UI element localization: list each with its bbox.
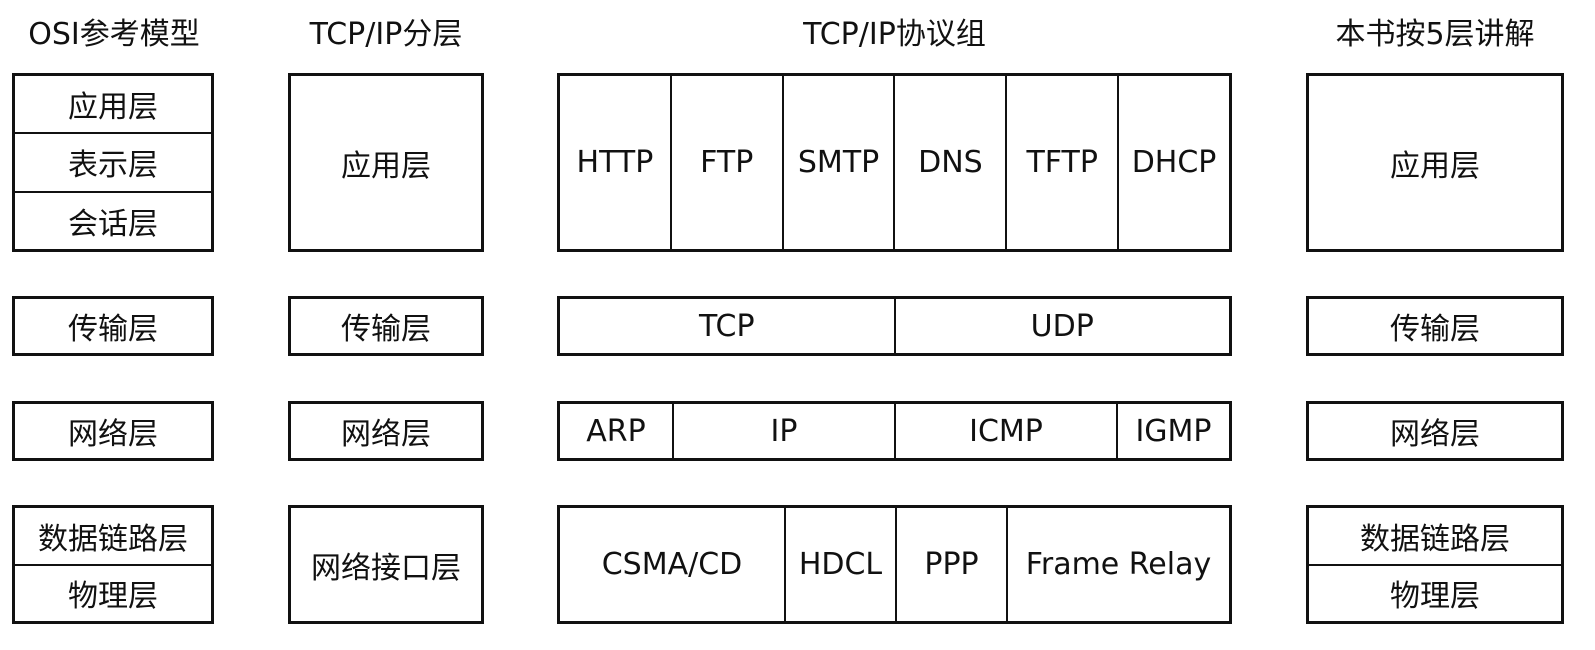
protocol-igmp: IGMP — [1116, 404, 1229, 458]
suite-link-protocols: CSMA/CD HDCL PPP Frame Relay — [557, 505, 1232, 624]
book-physical-layer: 物理层 — [1309, 563, 1561, 622]
book-transport-box: 传输层 — [1306, 296, 1564, 356]
protocol-dns: DNS — [893, 76, 1005, 249]
protocol-csma-cd: CSMA/CD — [601, 547, 743, 582]
protocol-dhcp: DHCP — [1117, 76, 1229, 249]
header-tcpip-suite: TCP/IP协议组 — [803, 17, 986, 52]
book-application-layer: 应用层 — [1390, 148, 1480, 184]
tcpip-network-layer: 网络层 — [341, 417, 431, 452]
osi-lower-layers-box: 数据链路层 物理层 — [12, 505, 214, 624]
osi-application-layer: 应用层 — [68, 90, 158, 126]
suite-transport-protocols: TCP UDP — [557, 296, 1232, 356]
header-book: 本书按5层讲解 — [1335, 17, 1535, 52]
protocol-tcp: TCP — [698, 308, 755, 344]
tcpip-interface-box: 网络接口层 — [288, 505, 484, 624]
book-lower-layers-box: 数据链路层 物理层 — [1306, 505, 1564, 624]
protocol-smtp: SMTP — [781, 76, 894, 249]
book-application-box: 应用层 — [1306, 73, 1564, 252]
osi-presentation-layer: 表示层 — [15, 132, 211, 190]
protocol-udp: UDP — [893, 299, 1230, 353]
osi-transport-box: 传输层 — [12, 296, 214, 356]
book-transport-layer: 传输层 — [1390, 312, 1480, 347]
tcpip-application-box: 应用层 — [288, 73, 484, 252]
book-network-layer: 网络层 — [1390, 417, 1480, 452]
protocol-ppp: PPP — [895, 508, 1006, 621]
osi-physical-layer: 物理层 — [15, 563, 211, 622]
suite-network-protocols: ARP IP ICMP IGMP — [557, 401, 1232, 461]
osi-datalink-layer: 数据链路层 — [38, 521, 188, 557]
protocol-icmp: ICMP — [894, 404, 1116, 458]
tcpip-transport-layer: 传输层 — [341, 312, 431, 347]
protocol-arp: ARP — [586, 413, 646, 449]
protocol-ftp: FTP — [669, 76, 782, 249]
osi-session-layer: 会话层 — [15, 190, 211, 249]
header-tcpip-layers: TCP/IP分层 — [309, 17, 463, 52]
book-network-box: 网络层 — [1306, 401, 1564, 461]
protocol-frame-relay: Frame Relay — [1006, 508, 1229, 621]
protocol-http: HTTP — [576, 145, 654, 180]
book-datalink-layer: 数据链路层 — [1360, 521, 1510, 557]
osi-network-layer: 网络层 — [68, 417, 158, 452]
osi-upper-layers-box: 应用层 表示层 会话层 — [12, 73, 214, 252]
tcpip-network-box: 网络层 — [288, 401, 484, 461]
protocol-hdcl: HDCL — [784, 508, 895, 621]
tcpip-transport-box: 传输层 — [288, 296, 484, 356]
suite-application-protocols: HTTP FTP SMTP DNS TFTP DHCP — [557, 73, 1232, 252]
osi-network-box: 网络层 — [12, 401, 214, 461]
tcpip-application-layer: 应用层 — [341, 148, 431, 184]
tcpip-interface-layer: 网络接口层 — [311, 550, 461, 586]
protocol-tftp: TFTP — [1005, 76, 1117, 249]
protocol-ip: IP — [672, 404, 894, 458]
header-osi: OSI参考模型 — [28, 17, 200, 52]
osi-transport-layer: 传输层 — [68, 312, 158, 347]
